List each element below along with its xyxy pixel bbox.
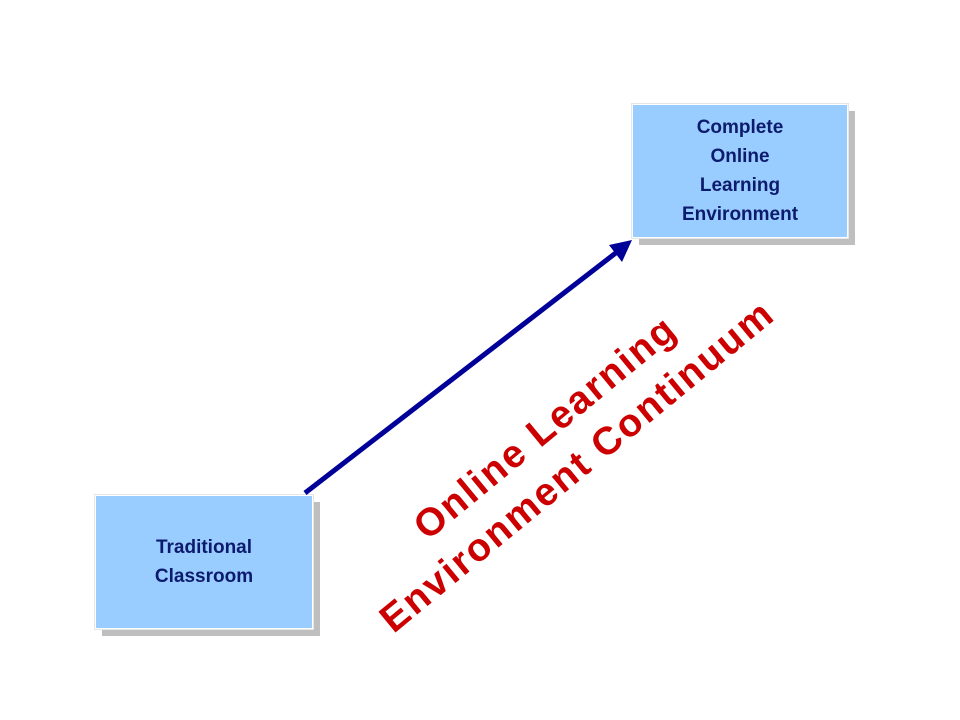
end-box-line-3: Learning bbox=[699, 175, 781, 196]
start-box-line-2: Classroom bbox=[154, 566, 254, 587]
continuum-arrow-head bbox=[609, 240, 632, 262]
end-box: Complete Online Learning Environment bbox=[631, 103, 849, 239]
continuum-arrow-line bbox=[303, 250, 619, 495]
start-box-line-1: Traditional bbox=[155, 537, 253, 558]
end-box-line-1: Complete bbox=[696, 117, 784, 138]
start-box-text: Traditional Classroom bbox=[155, 533, 253, 591]
end-box-line-2: Online bbox=[710, 146, 770, 167]
start-box: Traditional Classroom bbox=[94, 494, 314, 630]
end-box-text: Complete Online Learning Environment bbox=[682, 113, 798, 229]
end-box-line-4: Environment bbox=[681, 204, 799, 225]
